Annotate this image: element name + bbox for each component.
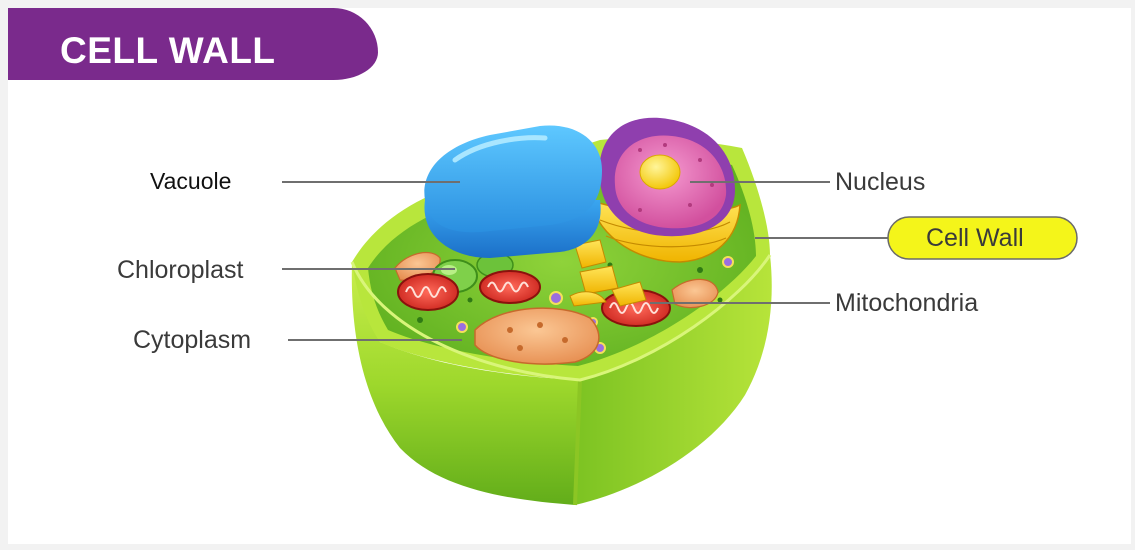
cell-wall-label: Cell Wall: [926, 224, 1024, 252]
mitochondria-label: Mitochondria: [835, 289, 978, 317]
vacuole-label: Vacuole: [150, 168, 231, 194]
nucleus-shape: [599, 118, 735, 236]
chloroplast-label: Chloroplast: [117, 256, 244, 284]
cytoplasm-label: Cytoplasm: [133, 326, 251, 354]
nucleus-label: Nucleus: [835, 168, 925, 196]
vacuole-shape: [424, 125, 602, 258]
